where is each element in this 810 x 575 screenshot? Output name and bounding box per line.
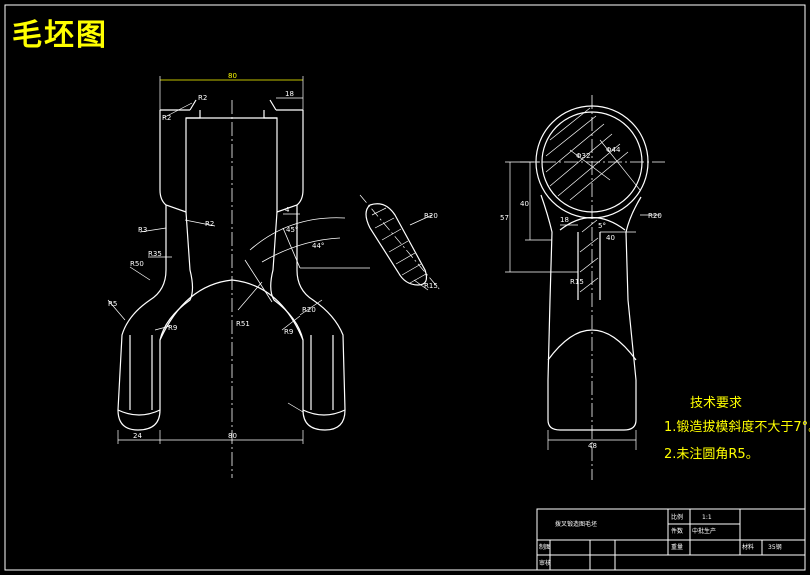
scale-value: 1:1 bbox=[702, 514, 712, 521]
dim-bottom-width: 80 bbox=[228, 432, 237, 440]
dim-right-top: 18 bbox=[285, 90, 294, 98]
drawing-title: 毛坯图 bbox=[12, 18, 108, 53]
side-view bbox=[520, 95, 665, 480]
dim-r20b: R20 bbox=[424, 212, 438, 220]
dim-ang45: 45° bbox=[286, 226, 298, 234]
qty-value: 中批生产 bbox=[692, 527, 716, 535]
section-hatch bbox=[371, 207, 427, 284]
requirement-2: 2.未注圆角R5。 bbox=[664, 447, 759, 462]
dim-r15b: R15 bbox=[570, 278, 584, 286]
scale-label: 比例 bbox=[671, 513, 683, 521]
dim-top-width: 80 bbox=[228, 72, 237, 80]
dim-d40b: 40 bbox=[606, 234, 615, 242]
dim-r20: R20 bbox=[302, 306, 316, 314]
dim-r9: R9 bbox=[168, 324, 177, 332]
dim-left-foot: 24 bbox=[133, 432, 142, 440]
dim-r3: R3 bbox=[138, 226, 147, 234]
material-value: 35钢 bbox=[768, 543, 782, 551]
dim-d57: 57 bbox=[500, 214, 509, 222]
dim-ang5: 5° bbox=[598, 222, 606, 230]
side-hatch bbox=[545, 107, 629, 293]
dim-r5: R5 bbox=[108, 300, 117, 308]
dim-d18: 18 bbox=[560, 216, 569, 224]
title-block bbox=[536, 508, 806, 571]
qty-label: 件数 bbox=[671, 527, 683, 535]
dim-r51: R51 bbox=[236, 320, 250, 328]
part-name: 拨叉锻造图毛坯 bbox=[555, 520, 597, 528]
dim-r35: R35 bbox=[148, 250, 162, 258]
dim-r2c: R2 bbox=[205, 220, 214, 228]
requirements-heading: 技术要求 bbox=[690, 396, 743, 411]
weight-label: 重量 bbox=[671, 543, 683, 551]
dim-d44: Φ44 bbox=[606, 146, 621, 154]
dimension-labels: 80 18 R2 R2 R3 R2 R35 R50 R5 R9 R51 R20 … bbox=[108, 72, 662, 450]
dim-d40: 40 bbox=[520, 200, 529, 208]
dim-r2a: R2 bbox=[198, 94, 207, 102]
front-dimensions bbox=[107, 76, 433, 444]
title-block-text: 拨叉锻造图毛坯 比例 1:1 件数 中批生产 重量 材料 35钢 制图 审核 bbox=[539, 513, 782, 567]
dim-r15: R15 bbox=[424, 282, 438, 290]
dim-r2b: R2 bbox=[162, 114, 171, 122]
dim-ang44: 44° bbox=[312, 242, 324, 250]
dim-r50: R50 bbox=[130, 260, 144, 268]
material-label: 材料 bbox=[742, 543, 754, 551]
front-view bbox=[117, 99, 441, 478]
requirement-1: 1.锻造拔模斜度不大于7°。 bbox=[664, 420, 810, 435]
dim-r20c: R20 bbox=[648, 212, 662, 220]
dim-four: 4 bbox=[285, 206, 290, 214]
drawing-frame bbox=[4, 4, 806, 571]
dim-d32: Φ32 bbox=[576, 152, 590, 160]
dim-d48: 48 bbox=[588, 442, 597, 450]
check-label: 审核 bbox=[539, 559, 551, 567]
side-dimensions bbox=[505, 139, 660, 450]
drawn-label: 制图 bbox=[539, 543, 551, 551]
dim-r9b: R9 bbox=[284, 328, 293, 336]
